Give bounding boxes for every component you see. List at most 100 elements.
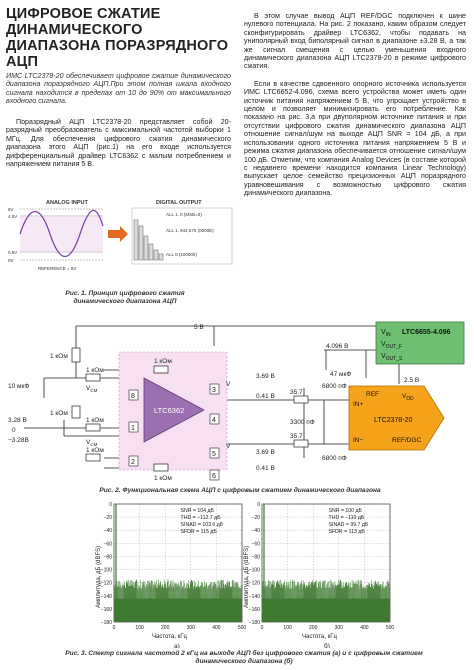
spectrum-b-xtick: 400 [360,625,369,631]
spectrum-b-xlabel: Частота, кГц [302,634,337,640]
input-m328: −3.28В [8,437,29,444]
label-4096v: 4.096 В [326,343,348,350]
fig1-digital-output-label: DIGITAL OUTPUT [156,200,202,206]
left-paragraph: Поразрядный АЦП LTC2378-20 представляет … [6,118,231,169]
spectrum-b-xtick: 300 [335,625,344,631]
article-title: ЦИФРОВОЕ СЖАТИЕ ДИНАМИЧЕСКОГО ДИАПАЗОНА … [6,6,229,70]
fig1-all1: ALL 1, 0 (MSB=0) [166,212,202,217]
vcm-a: V [86,385,91,392]
label-041b: 0.41 В [256,465,275,472]
spectrum-a-stat: SINAD = 103.6 дБ [181,522,224,528]
spectrum-b-ytick: −100 [249,568,260,574]
ref-chip-label: LTC6655-4.096 [402,329,451,336]
spectrum-b-xtick: 200 [309,625,318,631]
label-6800b: 6800 пФ [322,455,347,462]
spectrum-b-noise-fill [262,598,390,622]
fig1-arrow-icon [108,226,128,242]
label-1k-d: 1 кОм [50,410,68,417]
label-25v: 2.5 В [404,377,419,384]
fig1-0v: 0V [8,258,14,263]
spectrum-a-ytick: −160 [101,607,112,613]
label-357b: 35.7 [290,433,303,440]
spectrum-b-stat: THD = −110 дБ [329,515,365,521]
ltc2378-adc [348,385,445,451]
vout-f-label: V [381,341,386,348]
fig1-45v: 4.5V [8,214,17,219]
left-body: Поразрядный АЦП LTC2378-20 представляет … [6,118,231,168]
figure-2-caption: Рис. 2. Функциональная схема АЦП с цифро… [99,487,381,494]
label-10uf: 10 мкФ [8,383,29,390]
spectrum-b-ytick: −180 [249,620,260,626]
spectrum-b-xtick: 100 [283,625,292,631]
right-paragraph-1: В этом случае вывод АЦП REF/DGC подключе… [244,12,466,71]
right-paragraph-2: Если в качестве сдвоенного опорного исто… [244,79,466,198]
spectrum-a-label: а) [174,643,180,648]
pin-1: 1 [131,425,135,432]
pin-5: 5 [212,451,216,458]
spectrum-a-ytick: −40 [104,528,113,534]
spectrum-a-xtick: 500 [238,625,247,631]
ltc6362-driver [143,377,205,443]
spectrum-a-ytick: −20 [104,515,113,521]
spectrum-b-ytick: −80 [252,554,261,560]
label-369b: 3.69 В [256,449,275,456]
figure-2-schematic: LTC6362 8 1 2 3 4 5 6 LTC6655-4.096 VIN … [8,321,465,482]
label-47uf: 47 мкФ [330,371,351,378]
svg-text:VIN: VIN [381,329,391,338]
spectrum-a-xtick: 400 [212,625,221,631]
spectrum-a-ylabel: Амплитуда, дБ (dBFS) [96,546,102,608]
spectrum-a-noise-fill [114,598,242,622]
figure-3-caption: Рис. 3. Спектр сигнала частотой 2 кГц на… [65,650,423,665]
spectrum-a-stat: THD = −112.7 дБ [181,515,222,521]
fig1-reference: REFERENCE = 5V [38,266,76,271]
pin-3: 3 [212,387,216,394]
svg-text:VCM: VCM [86,439,98,447]
spectrum-b-ytick: −140 [249,594,260,600]
driver-label: LTC6362 [154,406,184,415]
label-1k-c: 1 кОм [86,367,104,374]
spectrum-b-ytick: −120 [249,581,260,587]
svg-text:VDD: VDD [402,393,414,402]
spectrum-a-ytick: −80 [104,554,113,560]
ltc6655-reference [375,321,465,365]
spectrum-a-ytick: −60 [104,541,113,547]
spectrum-a-xlabel: Частота, кГц [152,634,187,640]
fig1-digital-steps [133,219,164,261]
spectrum-a-ytick: −120 [101,581,112,587]
input-0: 0 [12,427,16,434]
adc-ref-pin: REF [366,391,379,398]
label-369a: 3.69 В [256,373,275,380]
spectrum-b-ytick: −20 [252,515,261,521]
label-1k-b: 1 кОм [154,358,172,365]
spectrum-a-ytick: −140 [101,594,112,600]
label-1k-f: 1 кОм [86,447,104,454]
spectrum-b-xtick: 500 [386,625,395,631]
adc-refdgc: REF/DGC [392,437,422,444]
spectrum-a-xtick: 200 [161,625,170,631]
spectrum-b-noise [261,579,390,609]
vdd-sub: DD [406,396,414,402]
fig1-all1b: ALL 1, 944,576 (0000E) [166,228,214,233]
pin-4: 4 [212,417,216,424]
vout-s-sub: OUT_S [386,356,403,362]
spectrum-b-ytick: −160 [249,607,260,613]
label-6800a: 6800 пФ [322,383,347,390]
spectrum-b-ytick: −40 [252,528,261,534]
spectrum-a-noise [113,579,242,609]
label-vplus: V [226,381,231,388]
spectrum-a-xtick: 0 [113,625,116,631]
label-041a: 0.41 В [256,393,275,400]
label-357a: 35.7 [290,389,303,396]
spectrum-b-ylabel: Амплитуда, дБ (dBFS) [244,546,250,608]
vcm-a-sub: CM [90,388,97,393]
adc-inm: IN− [353,437,364,444]
fig1-analog-input-label: ANALOG INPUT [46,200,89,206]
spectrum-b-ytick: −60 [252,541,261,547]
svg-text:VOUT_F: VOUT_F [381,341,402,350]
spectrum-a-stat: SNR = 104 дБ [181,508,215,514]
label-3300: 3300 пФ [290,419,315,426]
svg-text:VOUT_S: VOUT_S [381,353,403,362]
spectrum-a-ytick: −180 [101,620,112,626]
fig1-sine-wave [19,209,104,257]
spectrum-a-ytick: 0 [109,502,112,508]
